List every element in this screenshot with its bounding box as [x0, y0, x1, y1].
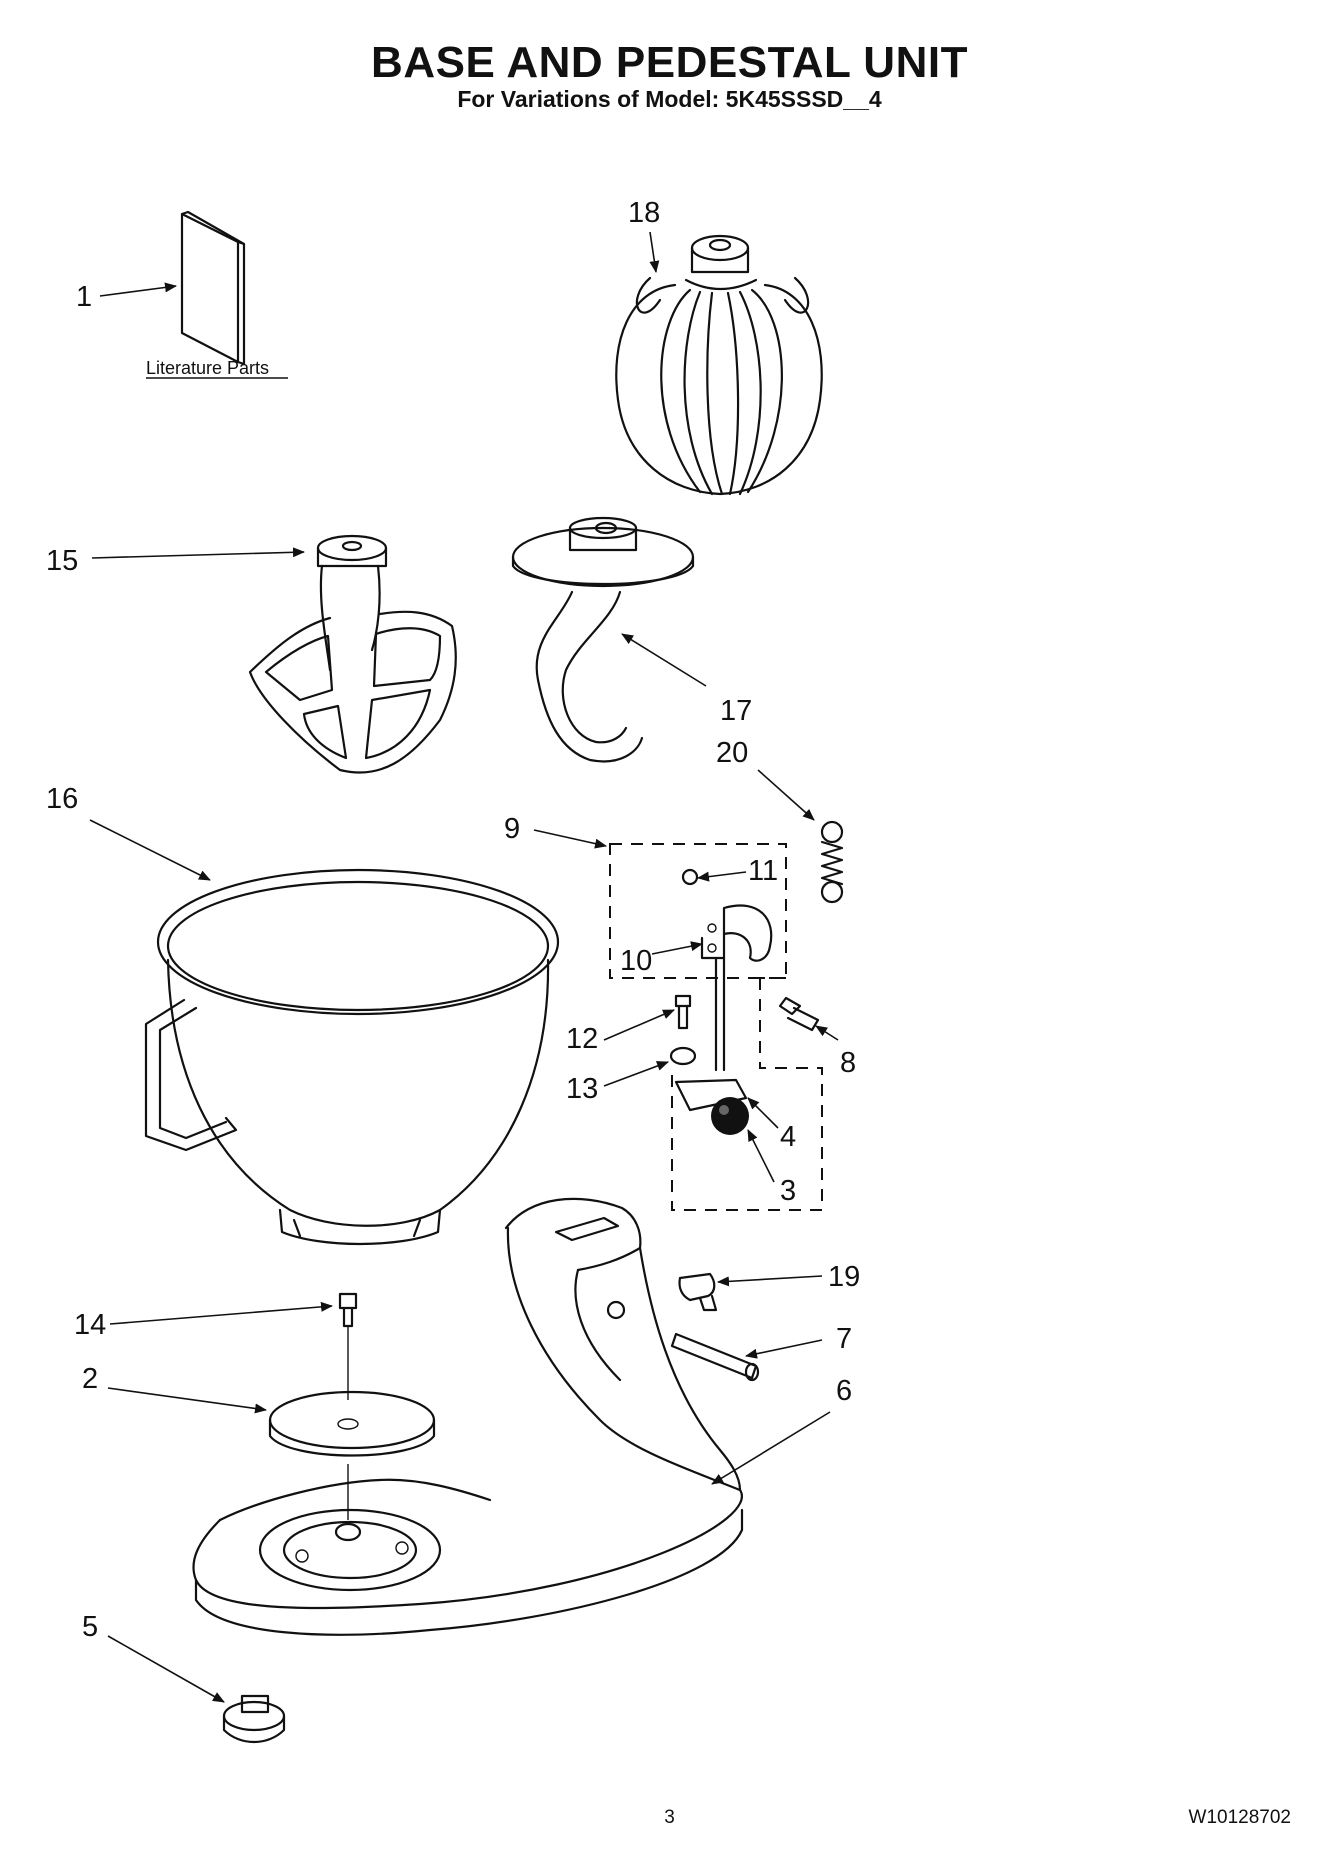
- base-screw: [338, 1292, 358, 1400]
- callout-20: 20: [716, 737, 748, 769]
- callout-19: 19: [828, 1261, 860, 1293]
- callout-17: 17: [720, 695, 752, 727]
- callout-8: 8: [840, 1047, 856, 1079]
- callout-1: 1: [76, 281, 92, 313]
- callout-15: 15: [46, 545, 78, 577]
- callout-2: 2: [82, 1363, 98, 1395]
- rubber-foot: [222, 1694, 286, 1743]
- callout-14: 14: [74, 1309, 106, 1341]
- extension-spring: [820, 820, 844, 904]
- model-subtitle: For Variations of Model: 5K45SSSD__4: [457, 86, 882, 112]
- callout-11: 11: [748, 855, 778, 887]
- lever-assembly-group: [609, 843, 823, 1211]
- callout-5: 5: [82, 1611, 98, 1643]
- page-number: 3: [664, 1807, 675, 1828]
- mixing-bowl: [144, 868, 560, 1246]
- trim-band: [268, 1390, 436, 1542]
- callout-10: 10: [620, 945, 652, 977]
- callout-13: 13: [566, 1073, 598, 1105]
- pedestal-housing: [192, 1197, 744, 1636]
- literature-parts-label: Literature Parts: [146, 358, 269, 378]
- callout-16: 16: [46, 783, 78, 815]
- wire-whip: [615, 234, 823, 496]
- callout-9: 9: [504, 813, 520, 845]
- page-title: BASE AND PEDESTAL UNIT: [371, 38, 968, 87]
- callout-7: 7: [836, 1323, 852, 1355]
- callout-4: 4: [780, 1121, 796, 1153]
- leader-lines: [89, 231, 839, 1703]
- dough-hook: [511, 516, 695, 763]
- callout-12: 12: [566, 1023, 598, 1055]
- stop-pin: [778, 996, 820, 1032]
- callout-18: 18: [628, 197, 660, 229]
- screw-and-washer: [669, 994, 697, 1066]
- document-number: W10128702: [1188, 1807, 1291, 1828]
- literature-booklet: [180, 210, 246, 366]
- callout-6: 6: [836, 1375, 852, 1407]
- flat-beater: [248, 534, 457, 774]
- callout-3: 3: [780, 1175, 796, 1207]
- hinge-pin: [670, 1332, 760, 1382]
- speed-lever: [678, 1272, 718, 1312]
